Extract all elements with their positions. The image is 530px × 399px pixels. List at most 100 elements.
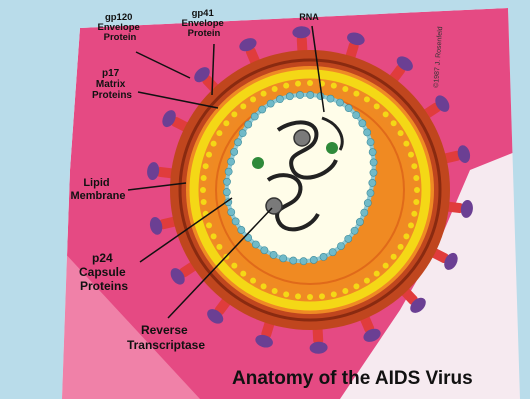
capsule-bead	[369, 179, 376, 186]
matrix-dot	[331, 83, 337, 89]
matrix-dot	[283, 291, 289, 297]
matrix-dot	[391, 254, 397, 260]
matrix-dot	[413, 175, 419, 181]
matrix-dot	[211, 233, 217, 239]
protein-dot-green-1	[252, 157, 264, 169]
matrix-dot	[408, 152, 414, 158]
capsule-bead	[351, 227, 358, 234]
matrix-dot	[240, 103, 246, 109]
reverse-transcriptase-1	[294, 130, 310, 146]
matrix-dot	[391, 120, 397, 126]
capsule-bead	[329, 249, 336, 256]
capsule-bead	[227, 158, 234, 165]
capsule-bead	[245, 121, 252, 128]
matrix-dot	[374, 271, 380, 277]
matrix-dot	[374, 103, 380, 109]
capsule-bead	[300, 258, 307, 265]
capsule-bead	[370, 159, 377, 166]
capsule-bead	[239, 130, 246, 137]
matrix-dot	[383, 263, 389, 269]
matrix-dot	[403, 233, 409, 239]
capsule-bead	[367, 139, 374, 146]
matrix-dot	[307, 294, 313, 300]
matrix-dot	[203, 163, 209, 169]
matrix-dot	[250, 96, 256, 102]
capsule-bead	[337, 242, 344, 249]
capsule-bead	[364, 199, 371, 206]
capsule-bead	[280, 255, 287, 262]
capsule-bead	[353, 112, 360, 119]
capsule-bead	[345, 105, 352, 112]
capsule-bead	[223, 178, 230, 185]
matrix-dot	[261, 91, 267, 97]
capsule-bead	[270, 251, 277, 258]
matrix-dot	[283, 83, 289, 89]
matrix-dot	[250, 278, 256, 284]
capsule-bead	[370, 169, 377, 176]
capsule-bead	[259, 106, 266, 113]
matrix-dot	[231, 111, 237, 117]
matrix-dot	[201, 199, 207, 205]
capsule-bead	[307, 91, 314, 98]
capsule-bead	[367, 189, 374, 196]
matrix-dot	[353, 91, 359, 97]
capsule-bead	[290, 257, 297, 264]
capsule-bead	[232, 218, 239, 225]
capsule-bead	[369, 149, 376, 156]
capsule-bead	[317, 93, 324, 100]
matrix-dot	[414, 187, 420, 193]
matrix-dot	[403, 141, 409, 147]
matrix-dot	[200, 187, 206, 193]
capsule-bead	[252, 241, 259, 248]
capsule-bead	[310, 256, 317, 263]
capsule-bead	[228, 208, 235, 215]
capsule-bead	[359, 120, 366, 127]
matrix-dot	[272, 288, 278, 294]
matrix-dot	[342, 86, 348, 92]
matrix-dot	[331, 291, 337, 297]
matrix-dot	[398, 130, 404, 136]
matrix-dot	[383, 111, 389, 117]
capsule-bead	[225, 168, 232, 175]
matrix-dot	[413, 199, 419, 205]
capsule-bead	[356, 218, 363, 225]
capsule-bead	[296, 91, 303, 98]
capsule-bead	[364, 129, 371, 136]
protein-dot-green-2	[326, 142, 338, 154]
matrix-dot	[261, 283, 267, 289]
matrix-dot	[398, 244, 404, 250]
matrix-dot	[307, 80, 313, 86]
capsule-bead	[361, 209, 368, 216]
capsule-bead	[231, 148, 238, 155]
matrix-dot	[211, 141, 217, 147]
matrix-dot	[216, 244, 222, 250]
matrix-dot	[206, 152, 212, 158]
matrix-dot	[364, 96, 370, 102]
matrix-dot	[353, 283, 359, 289]
label-gp41: gp41 Envelope Protein	[182, 8, 227, 39]
label-gp120: gp120 Envelope Protein	[98, 12, 143, 43]
matrix-dot	[295, 293, 301, 299]
capsule-bead	[327, 95, 334, 102]
matrix-dot	[411, 211, 417, 217]
capsule-bead	[223, 188, 230, 195]
matrix-dot	[272, 86, 278, 92]
capsule-bead	[267, 100, 274, 107]
capsule-bead	[286, 93, 293, 100]
diagram-title: Anatomy of the AIDS Virus	[232, 368, 473, 389]
capsule-bead	[238, 226, 245, 233]
matrix-dot	[240, 271, 246, 277]
capsule-bead	[336, 99, 343, 106]
matrix-dot	[364, 278, 370, 284]
matrix-dot	[206, 222, 212, 228]
capsule-bead	[251, 113, 258, 120]
matrix-dot	[231, 263, 237, 269]
matrix-dot	[216, 130, 222, 136]
capsule-bead	[345, 235, 352, 242]
matrix-dot	[295, 81, 301, 87]
matrix-dot	[223, 120, 229, 126]
capsule-bead	[261, 247, 268, 254]
capsule-bead	[276, 96, 283, 103]
